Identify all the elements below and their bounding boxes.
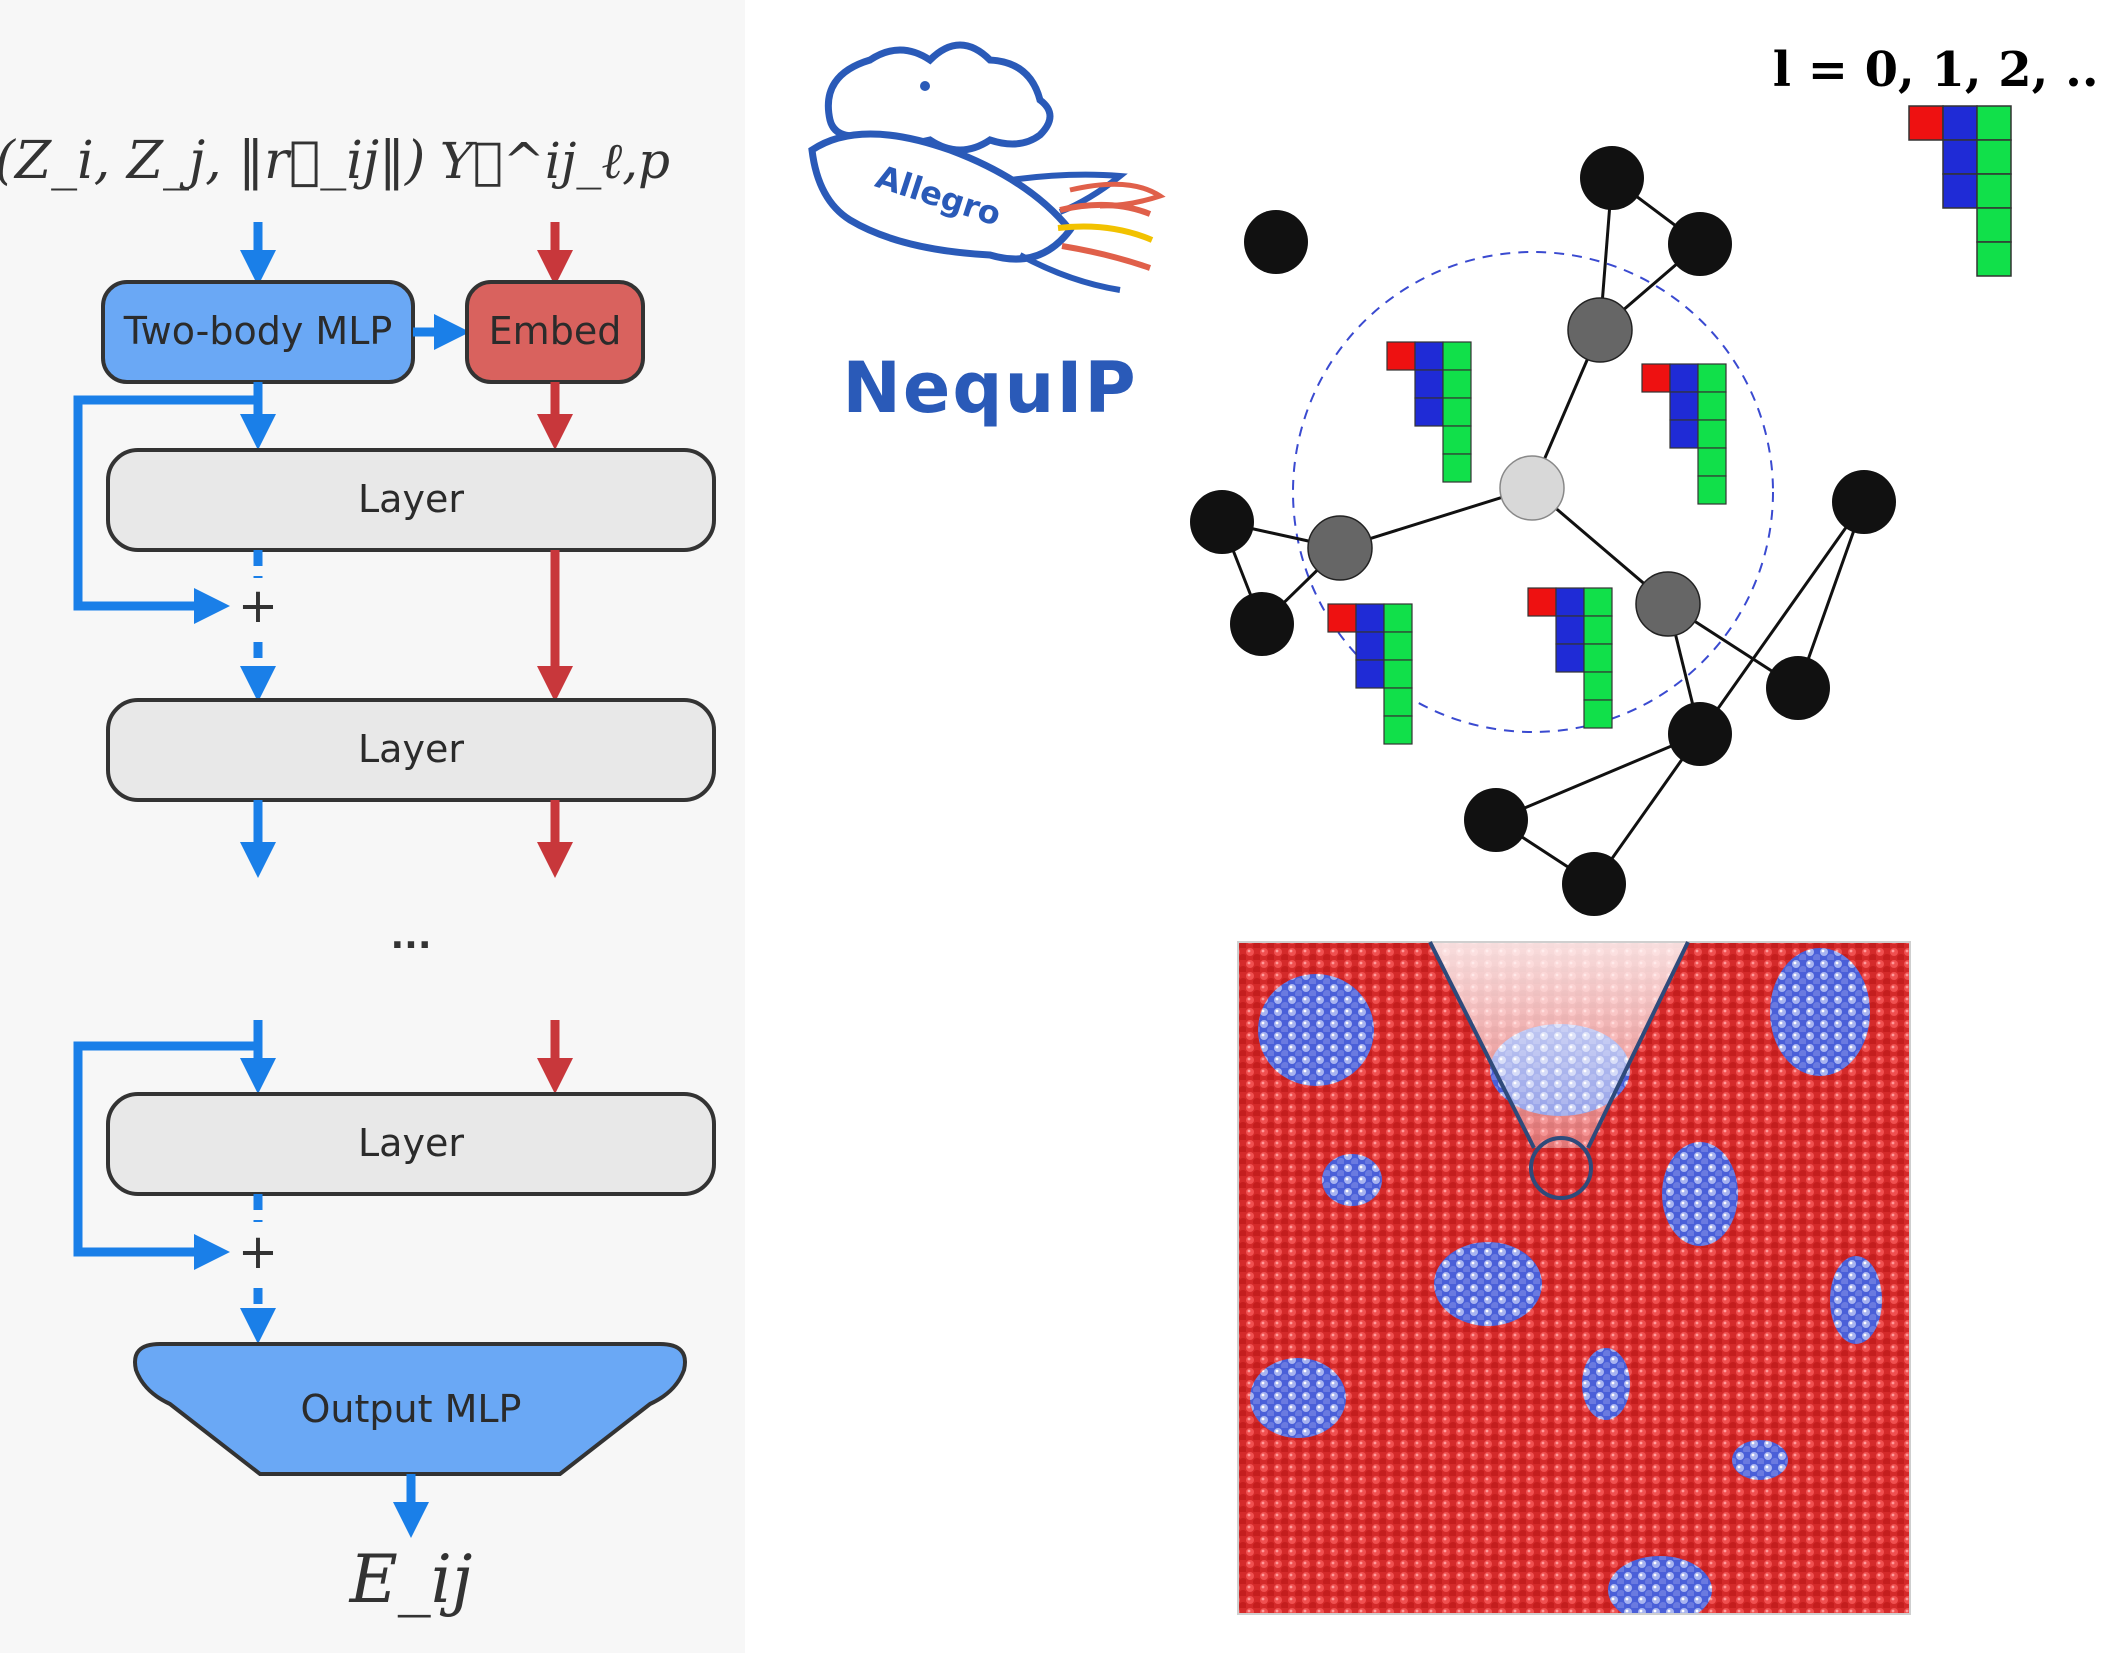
layer-box-1: [106, 448, 716, 552]
blue-domain: [1250, 1358, 1346, 1438]
edge-irrep-block: [1527, 587, 1613, 729]
neighbor-atom-node: [1567, 297, 1633, 363]
neighbor-atom-node: [1307, 515, 1373, 581]
atom-node: [1580, 146, 1644, 210]
legend-irrep-block: [1908, 105, 2012, 277]
irreps-label: l = 0, 1, 2, ...: [1773, 42, 2101, 98]
nequip-wordmark: NequIP: [842, 347, 1137, 429]
residual-connection-2: [73, 1041, 258, 1270]
ellipsis: ...: [390, 916, 431, 957]
flame-2: [1057, 223, 1154, 243]
blue-domain: [1322, 1154, 1382, 1206]
input-left-label: (Z_i, Z_j, ‖r⃗_ij‖): [0, 131, 425, 191]
blue-domain: [1258, 974, 1374, 1086]
atom-node: [1668, 212, 1732, 276]
plus-sign-1: +: [238, 578, 278, 634]
layer-label-1: Layer: [358, 477, 464, 521]
atom-node: [1230, 592, 1294, 656]
neighbor-atom-node: [1635, 571, 1701, 637]
output-mlp-box: [133, 1342, 687, 1476]
atom-node: [1190, 490, 1254, 554]
md-simulation-snapshot: [1237, 941, 1911, 1615]
rocket-body: [808, 130, 1075, 263]
blue-domain: [1770, 948, 1870, 1076]
architecture-diagram: (Z_i, Z_j, ‖r⃗_ij‖) Y⃗^ij_ℓ,p Two-body M…: [0, 131, 716, 1618]
residual-connection-1: [73, 395, 258, 624]
atom-graph: l = 0, 1, 2, ...: [1190, 42, 2101, 916]
blue-domain: [1732, 1440, 1788, 1480]
layer-box-2: [106, 698, 716, 802]
output-energy-label: E_ij: [349, 1541, 473, 1618]
layer-label-3: Layer: [358, 1121, 464, 1165]
plus-sign-2: +: [238, 1224, 278, 1280]
atom-node: [1668, 702, 1732, 766]
input-right-label: Y⃗^ij_ℓ,p: [440, 132, 670, 190]
mascot-eye: [920, 81, 930, 91]
blue-domain: [1582, 1348, 1630, 1420]
blue-domain: [1662, 1142, 1738, 1246]
atom-node: [1832, 470, 1896, 534]
rocket-fin-top: [1009, 171, 1128, 215]
atom-node: [1464, 788, 1528, 852]
output-mlp-label: Output MLP: [301, 1387, 522, 1431]
blue-domain: [1608, 1556, 1712, 1614]
layer-label-2: Layer: [358, 727, 464, 771]
edge-irrep-block: [1327, 603, 1413, 745]
central-atom-node: [1499, 455, 1565, 521]
cutoff-radius-circle: [1292, 251, 1774, 733]
zoom-cone: [1430, 942, 1688, 1148]
zoom-line-right: [1586, 941, 1690, 1149]
graph-nodes: [1190, 146, 1896, 916]
flame-3: [1061, 243, 1151, 271]
rocket-fin-bottom: [1018, 252, 1121, 293]
zoom-line-left: [1428, 941, 1536, 1149]
snapshot-border: [1237, 941, 1911, 1615]
zoom-focus-circle: [1529, 1136, 1593, 1200]
layer-box-3: [106, 1092, 716, 1196]
allegro-logo: Allegro NequIP: [808, 41, 1166, 429]
blue-domain: [1830, 1256, 1882, 1344]
two-body-mlp-label: Two-body MLP: [123, 309, 393, 353]
atom-node: [1244, 210, 1308, 274]
atom-node: [1766, 656, 1830, 720]
flame-4: [1069, 181, 1166, 209]
atom-node: [1562, 852, 1626, 916]
edge-irrep-block: [1386, 341, 1472, 483]
blue-domain: [1434, 1242, 1542, 1326]
edge-irrep-block: [1641, 363, 1727, 505]
embed-label: Embed: [489, 309, 622, 353]
